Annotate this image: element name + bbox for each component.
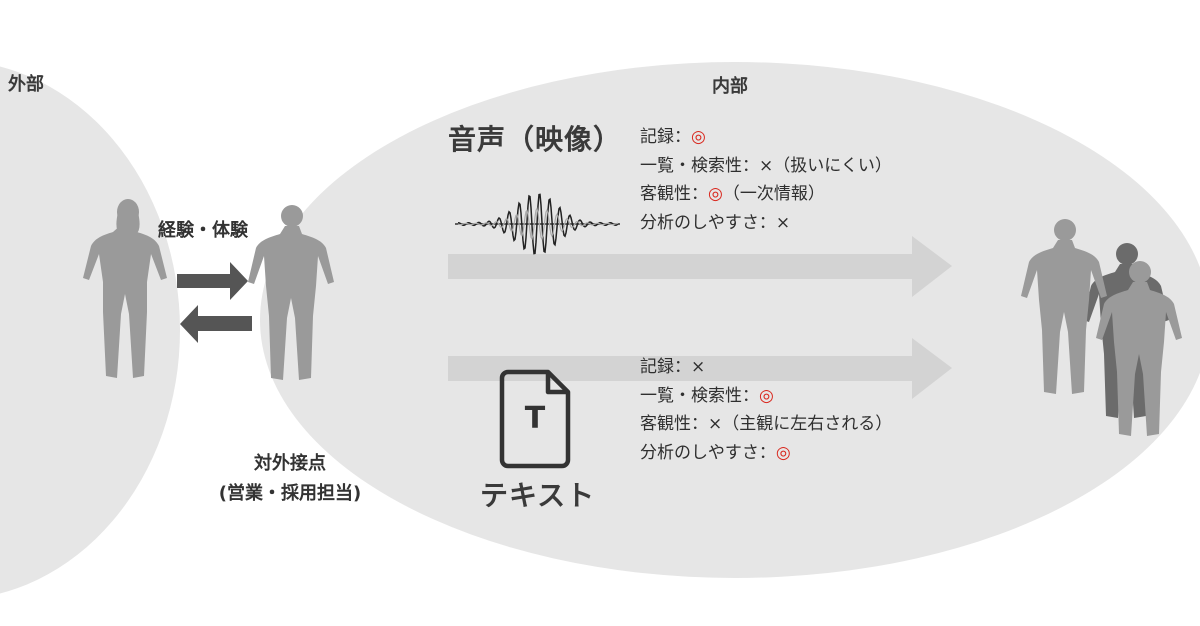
external-region <box>0 66 180 594</box>
property-label: 一覧・検索性： <box>640 155 759 176</box>
property-value: × <box>775 212 791 233</box>
property-label: 分析のしやすさ： <box>640 442 776 463</box>
property-value: × <box>708 414 723 434</box>
audio-title: 音声（映像） <box>448 123 623 156</box>
contact-label-line2: (営業・採用担当) <box>218 483 362 504</box>
contact-label: 対外接点 (営業・採用担当) <box>190 449 390 509</box>
property-row: 客観性：◎（一次情報） <box>640 180 892 209</box>
experience-label: 経験・体験 <box>158 220 248 241</box>
property-value: ◎ <box>759 385 774 406</box>
property-value: ◎ <box>691 127 706 147</box>
property-label: 記録： <box>640 127 691 147</box>
internal-region <box>260 62 1200 578</box>
property-value: × <box>691 357 706 377</box>
property-note: （一次情報） <box>722 184 825 204</box>
waveform-icon <box>455 193 620 255</box>
audio-flow-arrow <box>448 236 952 297</box>
exchange-arrow-left <box>180 305 252 343</box>
property-row: 記録：× <box>640 353 892 382</box>
property-value: × <box>759 155 774 176</box>
property-row: 分析のしやすさ：× <box>640 209 892 238</box>
audio-properties: 記録：◎一覧・検索性：×（扱いにくい）客観性：◎（一次情報）分析のしやすさ：× <box>640 123 892 237</box>
property-row: 客観性：×（主観に左右される） <box>640 410 892 439</box>
text-properties: 記録：×一覧・検索性：◎客観性：×（主観に左右される）分析のしやすさ：◎ <box>640 353 892 467</box>
property-label: 記録： <box>640 357 691 377</box>
document-icon <box>499 369 571 469</box>
property-note: （扱いにくい） <box>773 155 892 176</box>
property-value: ◎ <box>775 442 791 463</box>
property-row: 分析のしやすさ：◎ <box>640 439 892 468</box>
property-label: 一覧・検索性： <box>640 385 759 406</box>
internal-label: 内部 <box>712 76 748 97</box>
property-value: ◎ <box>708 184 723 204</box>
property-row: 記録：◎ <box>640 123 892 152</box>
contact-label-line1: 対外接点 <box>254 453 326 474</box>
property-row: 一覧・検索性：◎ <box>640 382 892 411</box>
property-label: 客観性： <box>640 184 708 204</box>
document-icon-letter: T <box>525 401 546 436</box>
property-note: （主観に左右される） <box>722 414 893 434</box>
text-title: テキスト <box>480 479 596 512</box>
property-label: 客観性： <box>640 414 708 434</box>
property-row: 一覧・検索性：×（扱いにくい） <box>640 152 892 181</box>
exchange-arrow-right <box>177 262 248 300</box>
text-flow-arrow <box>448 338 952 399</box>
property-label: 分析のしやすさ： <box>640 212 776 233</box>
external-label: 外部 <box>8 74 44 95</box>
